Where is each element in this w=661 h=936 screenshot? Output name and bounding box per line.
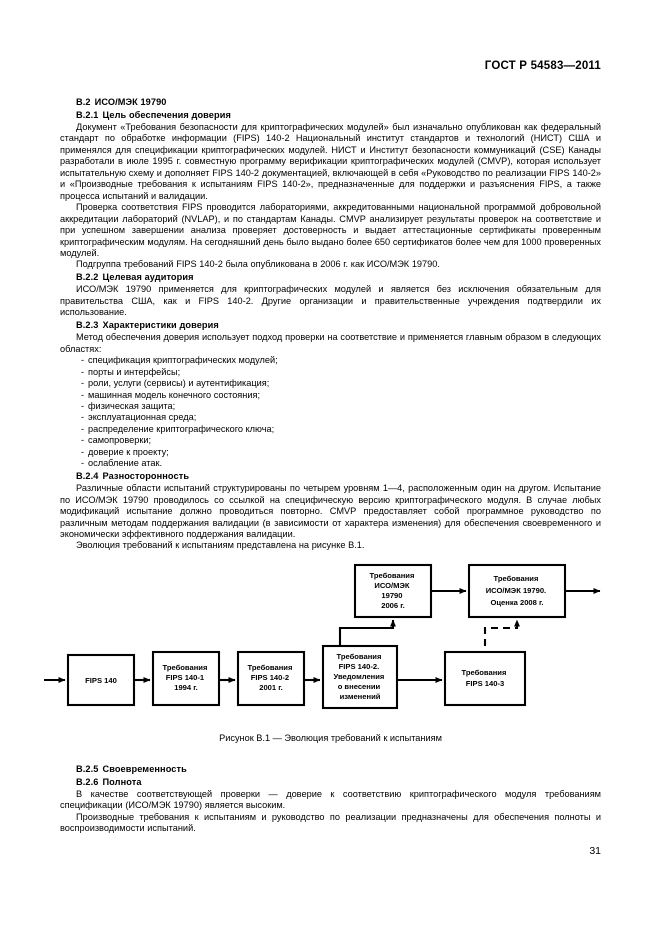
box-fips140-2-mod-rect <box>321 644 399 710</box>
heading-b2-3-number: В.2.3 <box>76 319 99 330</box>
assurance-characteristics-list: спецификация криптографических модулей; … <box>60 355 601 470</box>
box-fips140-label: FIPS 140 <box>85 676 117 685</box>
box-fips140-3-rect <box>443 650 527 707</box>
arrow-mod-to-iso <box>338 619 396 646</box>
figure-b1: FIPS 140 Требования FIPS 140-1 1994 г. Т… <box>40 552 620 724</box>
paragraph-b2-1-1: Документ «Требования безопасности для кр… <box>60 122 601 201</box>
heading-b2-5-title: Своевременность <box>102 764 187 774</box>
list-item: распределение криптографического ключа; <box>60 424 601 436</box>
box-iso19790-eval-label: Требования ИСО/МЭК 19790. Оценка 2008 г. <box>486 574 549 607</box>
box-fips140-3-label: Требования FIPS 140-3 <box>461 668 508 688</box>
box-fips140-2-label: Требования FIPS 140-2 2001 г. <box>247 663 294 692</box>
heading-b2-4-number: В.2.4 <box>76 470 99 481</box>
heading-b2-1-title: Цель обеспечения доверия <box>102 109 231 120</box>
box-fips140-2-rect <box>236 650 306 707</box>
box-fips140-1-label: Требования FIPS 140-1 1994 г. <box>162 663 209 692</box>
list-item: эксплуатационная среда; <box>60 412 601 424</box>
list-item: ослабление атак. <box>60 458 601 470</box>
box-fips140-2-mod-label: Требования FIPS 140-2. Уведомления о вне… <box>334 652 387 701</box>
page-number: 31 <box>589 845 601 857</box>
paragraph-b2-2-1: ИСО/МЭК 19790 применяется для криптограф… <box>60 284 601 318</box>
heading-b2-6-number: В.2.6 <box>76 776 99 787</box>
paragraph-b2-1-3: Подгруппа требований FIPS 140-2 была опу… <box>76 259 440 270</box>
paragraph-b2-3-1: Метод обеспечения доверия использует под… <box>60 332 601 354</box>
list-item: машинная модель конечного состояния; <box>60 390 601 402</box>
heading-b2-6-title: Полнота <box>102 776 142 787</box>
paragraph-b2-1-2: Проверка соответствия FIPS проводится ла… <box>60 202 601 258</box>
heading-b2-5-number: В.2.5 <box>76 764 99 774</box>
heading-b2-2-number: В.2.2 <box>76 271 99 282</box>
paragraph-b2-6-1: В качестве соответствующей проверки — до… <box>60 789 601 811</box>
figure-b1-diagram: FIPS 140 Требования FIPS 140-1 1994 г. Т… <box>44 563 601 710</box>
heading-b2-3-title: Характеристики доверия <box>102 319 219 330</box>
list-item: физическая защита; <box>60 401 601 413</box>
heading-b2-2-title: Целевая аудитория <box>102 271 194 282</box>
arrow-1403-to-eval-dashed <box>483 619 520 646</box>
paragraph-b2-4-2: Эволюция требований к испытаниям предста… <box>76 540 365 551</box>
list-item: порты и интерфейсы; <box>60 367 601 379</box>
paragraph-b2-6-2: Производные требования к испытаниям и ру… <box>60 811 601 834</box>
heading-b2-number: В.2 <box>76 97 91 107</box>
list-item: самопроверки; <box>60 435 601 447</box>
figure-b1-caption: Рисунок В.1 — Эволюция требований к испы… <box>219 733 442 743</box>
box-fips140-1-rect <box>151 650 221 707</box>
heading-b2-4-title: Разносторонность <box>102 470 190 481</box>
page-header: ГОСТ Р 54583—2011 <box>484 60 601 72</box>
paragraph-b2-4-1: Различные области испытаний структуриров… <box>60 483 601 539</box>
list-item: доверие к проекту; <box>60 447 601 459</box>
heading-b2-title: ИСО/МЭК 19790 <box>94 97 167 107</box>
list-item: спецификация криптографических модулей; <box>60 355 601 367</box>
box-iso19790-label: Требования ИСО/МЭК 19790 2006 г. <box>369 571 416 610</box>
list-item: роли, услуги (сервисы) и аутентификация; <box>60 378 601 390</box>
heading-b2-1-number: В.2.1 <box>76 109 99 120</box>
